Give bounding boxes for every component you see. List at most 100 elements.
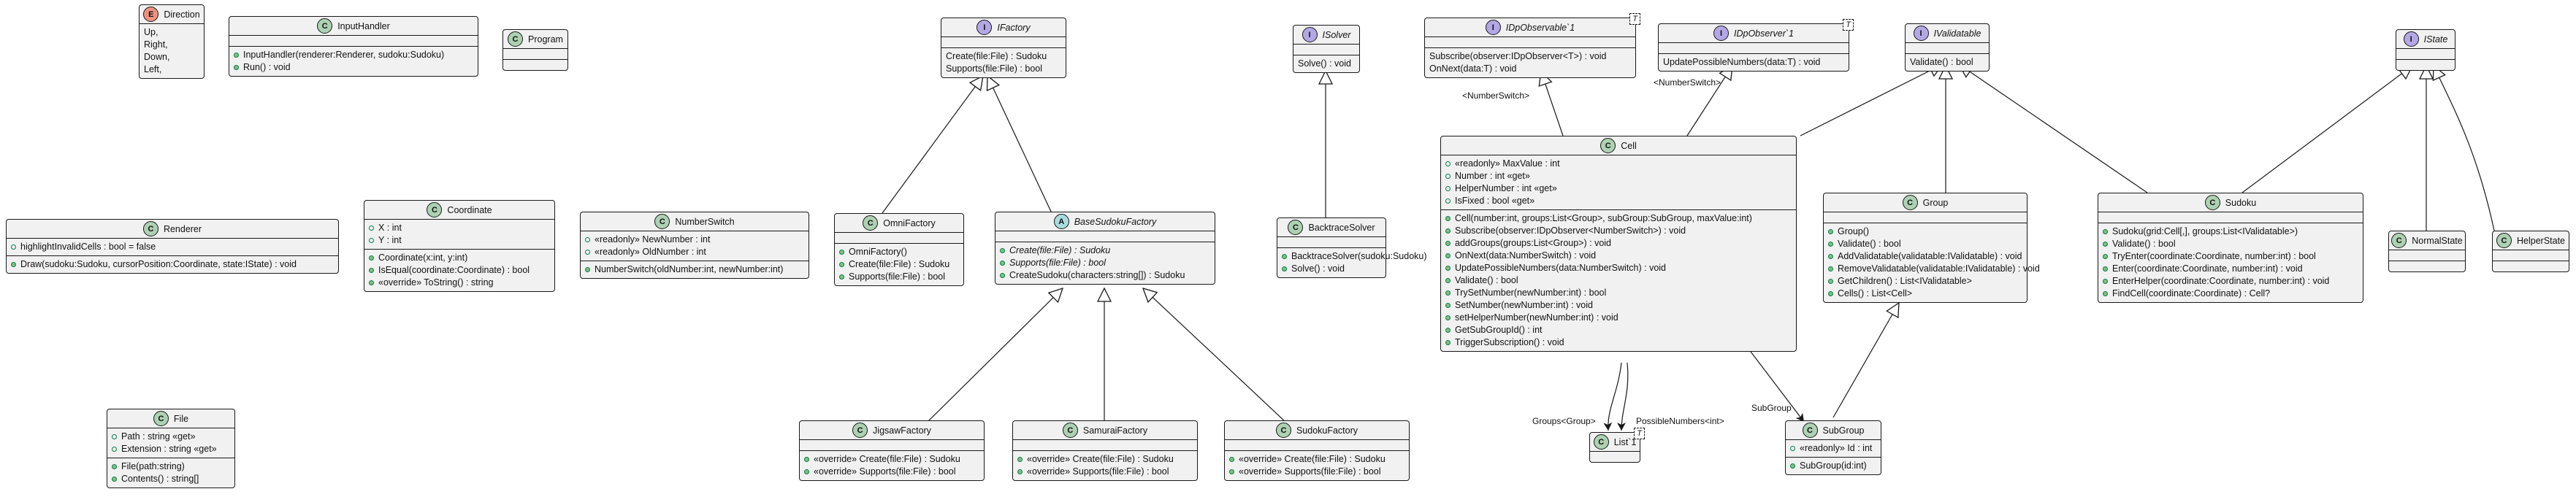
public-method-icon <box>1445 315 1451 320</box>
public-method-icon <box>112 477 117 482</box>
class-name: NumberSwitch <box>675 216 735 227</box>
public-method-icon <box>1790 463 1795 469</box>
interface-badge-icon: I <box>976 20 993 35</box>
public-method-icon <box>1229 457 1234 462</box>
edge-sudoku-ivalidatable <box>1959 64 2148 193</box>
method: Enter(coordinate:Coordinate, number:int)… <box>2112 263 2303 274</box>
method: Solve() : void <box>1298 58 1351 69</box>
method: RemoveValidatable(validatable:IValidatab… <box>1838 263 2040 274</box>
method: GetSubGroupId() : int <box>1455 325 1543 335</box>
public-method-icon <box>2103 242 2108 247</box>
method: Create(file:File) : Sudoku <box>849 259 950 269</box>
method: UpdatePossibleNumbers(data:T) : void <box>1663 57 1821 67</box>
public-method-icon <box>2103 279 2108 284</box>
method: Validate() : bool <box>2112 239 2176 249</box>
field: highlightInvalidCells : bool = false <box>20 242 156 252</box>
class-name: IValidatable <box>1933 28 1981 39</box>
public-method-icon <box>839 262 844 267</box>
public-method-icon <box>1828 266 1833 271</box>
edge-cell-list-possible <box>1617 362 1629 431</box>
public-method-icon <box>839 274 844 280</box>
edge-cell-idpobserver <box>1686 66 1732 136</box>
public-method-icon <box>234 65 239 70</box>
edge-cell-subgroup <box>1743 342 1805 423</box>
public-method-icon <box>839 250 844 255</box>
class-badge-icon: C <box>654 214 670 229</box>
method: EnterHelper(coordinate:Coordinate, numbe… <box>2112 276 2330 286</box>
class-badge-icon: C <box>2204 195 2220 210</box>
method: SetNumber(newNumber:int) : void <box>1455 300 1593 310</box>
field: Extension : string «get» <box>121 444 217 454</box>
public-method-icon <box>2103 266 2108 271</box>
class-name: Sudoku <box>2225 197 2257 208</box>
method: TryEnter(coordinate:Coordinate, number:i… <box>2112 251 2316 261</box>
public-method-icon <box>369 280 374 285</box>
method: File(path:string) <box>121 461 185 471</box>
method: Subscribe(observer:IDpObserver<T>) : voi… <box>1429 51 1607 61</box>
public-method-icon <box>1445 228 1451 234</box>
method: «override» Create(file:File) : Sudoku <box>1239 454 1386 464</box>
class-name: IFactory <box>997 22 1031 33</box>
class-name: NormalState <box>2412 235 2463 246</box>
field: Path : string «get» <box>121 431 196 442</box>
public-method-icon <box>804 469 809 474</box>
method: UpdatePossibleNumbers(data:NumberSwitch)… <box>1455 263 1667 273</box>
class-badge-icon: C <box>2496 233 2512 248</box>
field-icon <box>1445 186 1451 191</box>
abstract-badge-icon: A <box>1053 214 1069 229</box>
edge-omnifactory-ifactory <box>882 76 983 214</box>
public-method-icon <box>1445 303 1451 308</box>
public-method-icon <box>1017 457 1023 462</box>
method: AddValidatable(validatable:IValidatable)… <box>1838 251 2022 261</box>
method: Supports(file:File) : bool <box>1009 258 1107 268</box>
method: Group() <box>1838 226 1870 236</box>
class-name: Renderer <box>163 223 202 234</box>
public-method-icon <box>804 457 809 462</box>
method: CreateSudoku(characters:string[]) : Sudo… <box>1009 270 1185 280</box>
class-badge-icon: C <box>1600 138 1616 153</box>
method: Contents() : string[] <box>121 474 199 484</box>
class-name: Group <box>1922 197 1949 208</box>
edge-label-numberswitch-1: <NumberSwitch> <box>1462 90 1530 101</box>
interface-badge-icon: I <box>1713 26 1729 41</box>
public-method-icon <box>585 267 590 272</box>
public-method-icon <box>2103 254 2108 259</box>
method: Solve() : void <box>1291 263 1345 274</box>
type-parameter: T <box>1629 13 1640 25</box>
public-method-icon <box>1445 328 1451 333</box>
class-name: SubGroup <box>1822 425 1865 436</box>
public-method-icon <box>234 53 239 58</box>
class-name: OmniFactory <box>883 217 936 228</box>
interface-badge-icon: I <box>1485 20 1501 35</box>
public-method-icon <box>11 262 16 267</box>
field: «readonly» OldNumber : int <box>595 247 706 257</box>
interface-badge-icon: I <box>1302 27 1318 42</box>
class-badge-icon: C <box>1802 423 1818 438</box>
